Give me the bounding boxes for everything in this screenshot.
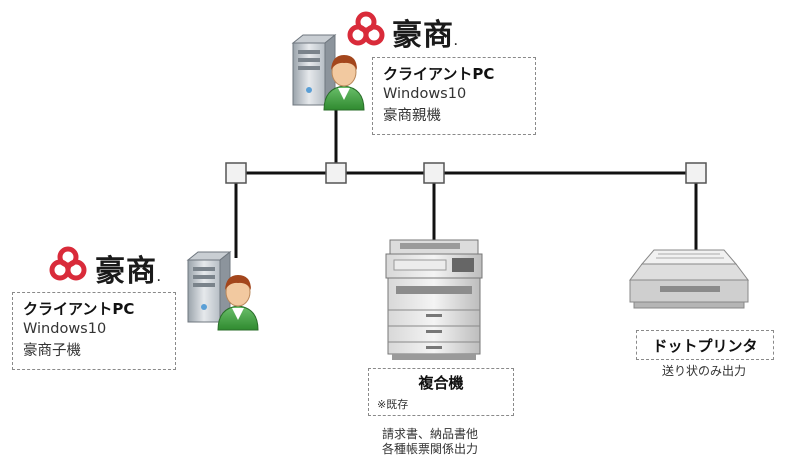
mfp-title: 複合機 [418,374,464,392]
hub-node [685,162,707,184]
mfp-desc-line1: 請求書、納品書他 [382,427,479,441]
dot-printer-desc: 送り状のみ出力 [662,364,747,378]
brand-name: 豪商. [95,254,162,289]
parent-pc-os: Windows10 [383,86,467,102]
parent-pc-icon [291,33,337,107]
hub-node [325,162,347,184]
network-hubs [225,162,707,184]
hub-node [423,162,445,184]
parent-pc-label-box: クライアントPC Windows10 豪商親機 [372,57,536,135]
child-pc-role: 豪商子機 [23,343,81,359]
mfp-desc-line2: 各種帳票関係出力 [382,442,479,456]
user-avatar-icon [323,55,365,111]
dot-printer-icon [629,249,749,309]
user-avatar-icon [217,275,259,331]
brand-name: 豪商. [392,18,459,53]
child-pc-label-box: クライアントPC Windows10 豪商子機 [12,292,176,370]
brand-logo-icon [49,246,87,281]
parent-pc-role: 豪商親機 [383,108,441,124]
child-pc-title: クライアントPC [23,300,135,318]
parent-pc-title: クライアントPC [383,65,495,83]
dot-printer-title: ドットプリンタ [652,337,758,355]
mfp-note: ※既存 [377,398,409,411]
brand-name-text: 豪商 [95,254,157,289]
dot-printer-label-box: ドットプリンタ [636,330,774,360]
multifunction-printer-icon [385,239,483,360]
brand-logo-icon [347,11,385,46]
brand-name-text: 豪商 [392,18,454,53]
network-lines [234,110,698,258]
child-pc-icon [186,250,232,324]
hub-node [225,162,247,184]
mfp-label-box: 複合機 ※既存 [368,368,514,416]
child-pc-os: Windows10 [23,321,107,337]
